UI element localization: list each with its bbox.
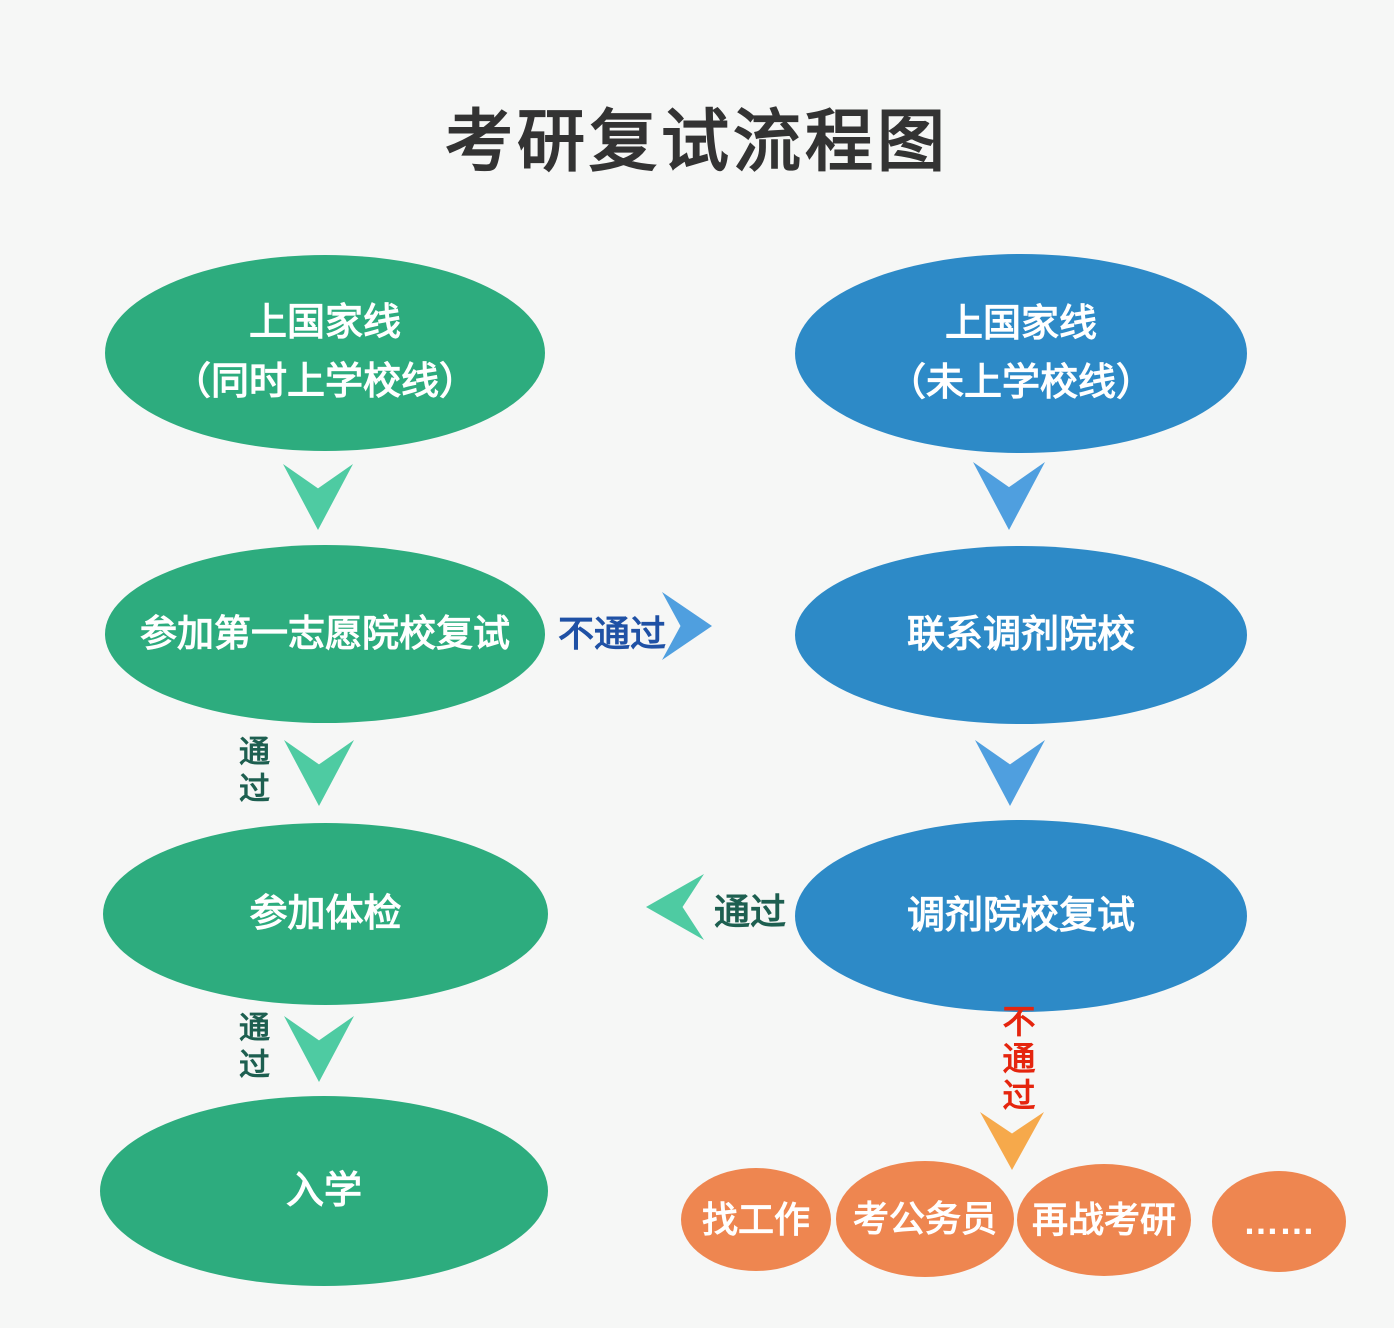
label-pass: 通过 [234,735,269,809]
arrow-right-icon [662,592,712,660]
node-text-line: 参加体检 [249,892,402,935]
arrow-left-icon [646,874,704,940]
node-physical-exam: 参加体检 [103,823,548,1005]
node-text-line: 上国家线 [248,302,401,345]
arrow-down-icon [284,1016,354,1082]
node-retake-exam: 再战考研 [1017,1164,1191,1276]
node-text-line: （同时上学校线） [172,361,477,403]
node-text-line: 联系调剂院校 [906,613,1135,656]
node-find-job: 找工作 [681,1168,831,1271]
node-national-line-school-line: 上国家线 （同时上学校线） [105,255,545,451]
node-transfer-school-retest: 调剂院校复试 [795,820,1247,1012]
arrow-down-icon [980,1112,1044,1170]
node-contact-transfer-schools: 联系调剂院校 [795,546,1247,724]
node-text-line: 再战考研 [1031,1199,1176,1241]
page-title: 考研复试流程图 [444,104,949,180]
node-text-line: 参加第一志愿院校复试 [140,613,510,655]
label-pass: 通过 [714,891,787,932]
arrow-down-icon [284,740,354,806]
label-pass: 通过 [234,1011,269,1085]
node-enrollment: 入学 [100,1096,548,1286]
label-fail: 不通过 [558,613,667,654]
node-text-line: 上国家线 [944,302,1097,345]
label-fail: 不通过 [998,1004,1035,1115]
node-text-line: 考公务员 [852,1198,997,1240]
node-civil-service-exam: 考公务员 [836,1161,1014,1277]
node-text-line: 找工作 [701,1198,810,1240]
arrow-down-icon [973,462,1045,530]
arrow-down-icon [975,740,1045,806]
node-text-line: 调剂院校复试 [906,894,1135,937]
node-ellipsis: …… [1212,1171,1346,1272]
node-text-line: 入学 [285,1169,362,1212]
arrow-down-icon [283,464,353,530]
node-national-line-no-school-line: 上国家线 （未上学校线） [795,254,1247,453]
node-text-line: …… [1243,1200,1315,1242]
node-first-choice-retest: 参加第一志愿院校复试 [105,545,545,723]
node-text-line: （未上学校线） [887,361,1154,404]
